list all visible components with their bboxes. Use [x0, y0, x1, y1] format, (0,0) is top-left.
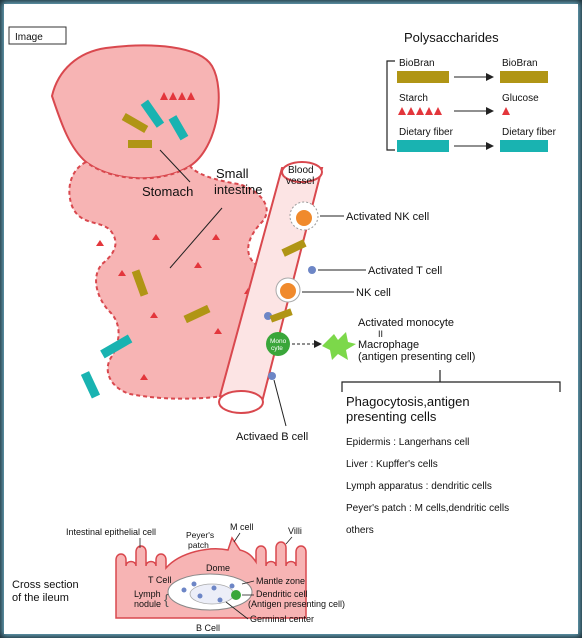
- legend-row-2-from: Starch: [399, 93, 428, 104]
- peyers-patch-label-line2: patch: [188, 540, 209, 550]
- dendritic-label-line2: (Antigen presenting cell): [248, 599, 345, 609]
- phago-item-3: Lymph apparatus : dendritic cells: [346, 481, 492, 492]
- lymph-nodule-label-line1: Lymph: [134, 589, 161, 599]
- lymph-nodule-brace: {: [164, 591, 169, 607]
- lymph-nodule-label-line2: nodule: [134, 599, 161, 609]
- macrophage-label: Macrophage: [358, 339, 419, 351]
- monocyte: Mono cyte: [266, 332, 290, 356]
- phago-bracket: [342, 382, 560, 392]
- phago-item-5: others: [346, 525, 374, 536]
- macrophage: [322, 332, 356, 360]
- antigen-presenting-label: (antigen presenting cell): [358, 351, 475, 363]
- cross-section-caption-line2: of the ileum: [12, 592, 69, 604]
- phago-item-4: Peyer's patch : M cells,dendritic cells: [346, 503, 509, 514]
- monocyte-arrowhead: [314, 340, 322, 348]
- small-intestine-label-line1: Small: [216, 166, 249, 181]
- legend-row-2-to: Glucose: [502, 93, 539, 104]
- nk-label: NK cell: [356, 287, 391, 299]
- activated-b-pointer: [274, 380, 286, 426]
- legend-fiber-swatch: [397, 140, 449, 152]
- stomach-outline: [52, 45, 219, 178]
- svg-text:cyte: cyte: [271, 345, 283, 352]
- legend-arrowhead-2: [486, 107, 494, 115]
- image-tag-label: Image: [15, 32, 43, 43]
- activated-b-cell: [268, 372, 276, 380]
- legend-biobran-swatch: [397, 71, 449, 83]
- b-cell-label: B Cell: [196, 623, 220, 633]
- activated-t-label: Activated T cell: [368, 265, 442, 277]
- stomach-label: Stomach: [142, 184, 193, 199]
- stomach-biobran-2: [128, 140, 152, 148]
- legend-arrowhead-3: [486, 142, 494, 150]
- phago-title-line2: presenting cells: [346, 409, 437, 424]
- cross-section-caption-line1: Cross section: [12, 579, 79, 591]
- phago-item-1: Epidermis : Langerhans cell: [346, 437, 469, 448]
- blood-vessel-label-line1: Blood: [288, 165, 314, 176]
- legend-row-3-from: Dietary fiber: [399, 127, 454, 138]
- m-cell-pointer: [234, 533, 240, 542]
- legend-glucose-swatch: [502, 107, 510, 115]
- legend-row-1-from: BioBran: [399, 58, 435, 69]
- phago-item-2: Liver : Kupffer's cells: [346, 459, 438, 470]
- activated-nk-label: Activated NK cell: [346, 211, 429, 223]
- legend-row-3-to: Dietary fiber: [502, 127, 557, 138]
- activated-b-label: Activaed B cell: [236, 431, 308, 443]
- germinal-center-label: Germinal center: [250, 614, 314, 624]
- dendritic-label-line1: Dendritic cell: [256, 589, 308, 599]
- nk-cell: [276, 278, 300, 302]
- villi-pointer: [286, 537, 292, 544]
- activated-t-cell: [308, 266, 316, 274]
- blood-vessel-bottom-opening: [219, 391, 263, 413]
- intestinal-epithelial-label: Intestinal epithelial cell: [66, 527, 156, 537]
- equals-mark: II: [378, 329, 383, 339]
- dendritic-cell: [231, 590, 241, 600]
- blood-vessel-label-line2: vessel: [286, 176, 314, 187]
- m-cell-label: M cell: [230, 522, 254, 532]
- villi-label: Villi: [288, 526, 302, 536]
- legend-fiber-swatch-result: [500, 140, 548, 152]
- peyers-patch-label-line1: Peyer's: [186, 530, 214, 540]
- activated-nk-cell: [290, 202, 318, 230]
- legend-arrowhead-1: [486, 73, 494, 81]
- dome-label: Dome: [206, 563, 230, 573]
- legend-biobran-swatch-result: [500, 71, 548, 83]
- svg-text:Mono: Mono: [270, 338, 287, 345]
- intestine-fiber-2: [81, 371, 100, 398]
- small-intestine-label-line2: intestine: [214, 182, 262, 197]
- mantle-zone-label: Mantle zone: [256, 576, 305, 586]
- legend-starch-swatch: [398, 107, 442, 115]
- phago-title-line1: Phagocytosis,antigen: [346, 394, 470, 409]
- legend-bracket: [387, 61, 395, 150]
- t-cell-label: T Cell: [148, 575, 171, 585]
- legend-row-1-to: BioBran: [502, 58, 538, 69]
- legend-title: Polysaccharides: [404, 30, 499, 45]
- activated-monocyte-label: Activated monocyte: [358, 317, 454, 329]
